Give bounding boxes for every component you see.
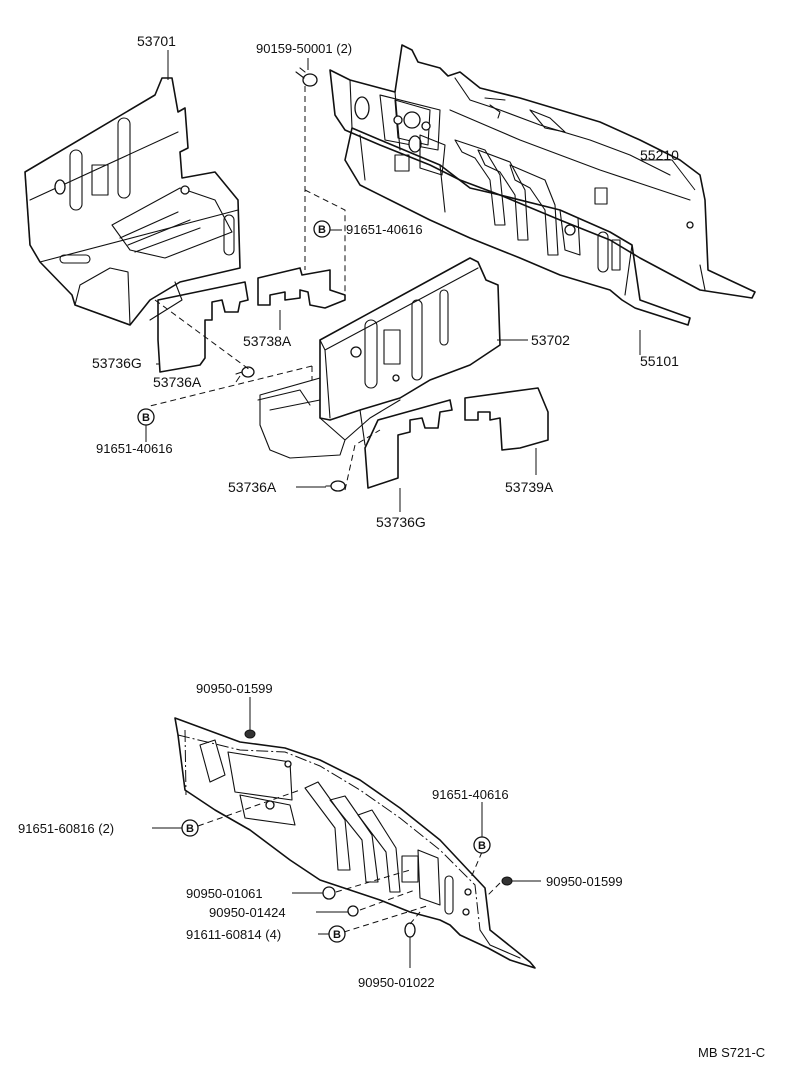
part-53739A-silencer (464, 387, 549, 451)
label-90950-01022: 90950-01022 (358, 975, 435, 990)
assembly-line (154, 299, 251, 371)
part-53738A-silencer (257, 267, 346, 309)
bolt-symbol-letter: B (186, 823, 194, 835)
label-90950-01424: 90950-01424 (209, 905, 286, 920)
label-53701: 53701 (137, 33, 176, 49)
bolt-symbol-letter: B (318, 224, 326, 236)
grommet-90950-01022 (404, 922, 416, 938)
bolt-symbol-91651-60816: B (181, 819, 199, 837)
bolt-symbol-91651-40616-left: B (137, 408, 155, 426)
part-dash-panel-assembly (174, 717, 536, 969)
bolt-symbol-91651-40616-upper: B (313, 220, 331, 238)
bolt-symbol-91611-60814: B (328, 925, 346, 943)
label-91651-60816: 91651-60816 (2) (18, 821, 114, 836)
diagram-code: MB S721-C (698, 1045, 765, 1060)
label-91651-40616-left: 91651-40616 (96, 441, 173, 456)
assembly-line (469, 851, 501, 896)
assembly-line (304, 86, 346, 295)
label-53738A: 53738A (243, 333, 292, 349)
bolt-symbol-letter: B (478, 840, 486, 852)
bolt-symbol-letter: B (142, 412, 150, 424)
label-91611-60814: 91611-60814 (4) (186, 927, 281, 942)
label-53736G-left: 53736G (92, 355, 142, 371)
part-53736G-silencer-left (157, 281, 249, 373)
part-55210-dash-panel (329, 44, 756, 299)
part-53701-cowl-side-panel (24, 77, 241, 326)
bolt-symbol-91651-40616-lower: B (473, 836, 491, 854)
part-55101-dash-panel-lower (344, 127, 691, 326)
clip-53736A-upper (235, 366, 255, 378)
bolt-symbol-letter: B (333, 929, 341, 941)
label-91651-40616-lower: 91651-40616 (432, 787, 509, 802)
part-53702-cowl-side-panel (257, 257, 501, 459)
assembly-line (344, 429, 381, 491)
nut-90950-01599-right (501, 876, 513, 886)
leader-lines (145, 50, 696, 968)
grommet-90950-01061 (322, 886, 336, 900)
label-53702: 53702 (531, 332, 570, 348)
label-55210: 55210 (640, 147, 679, 163)
clip-53736A-lower (325, 480, 346, 492)
label-53736G-right: 53736G (376, 514, 426, 530)
grommet-90950-01424 (347, 905, 359, 917)
bolt-90159-50001 (295, 67, 318, 87)
label-53736A-upper: 53736A (153, 374, 202, 390)
label-55101: 55101 (640, 353, 679, 369)
label-90950-01599-top: 90950-01599 (196, 681, 273, 696)
nut-90950-01599-top (244, 729, 256, 739)
assembly-line (149, 365, 313, 407)
label-90950-01061: 90950-01061 (186, 886, 263, 901)
assembly-line (197, 789, 301, 827)
label-53736A-lower: 53736A (228, 479, 277, 495)
label-90159-50001: 90159-50001 (2) (256, 41, 352, 56)
label-53739A: 53739A (505, 479, 554, 495)
part-53736G-silencer-right (364, 399, 453, 489)
label-90950-01599-right: 90950-01599 (546, 874, 623, 889)
label-91651-40616-upper: 91651-40616 (346, 222, 423, 237)
